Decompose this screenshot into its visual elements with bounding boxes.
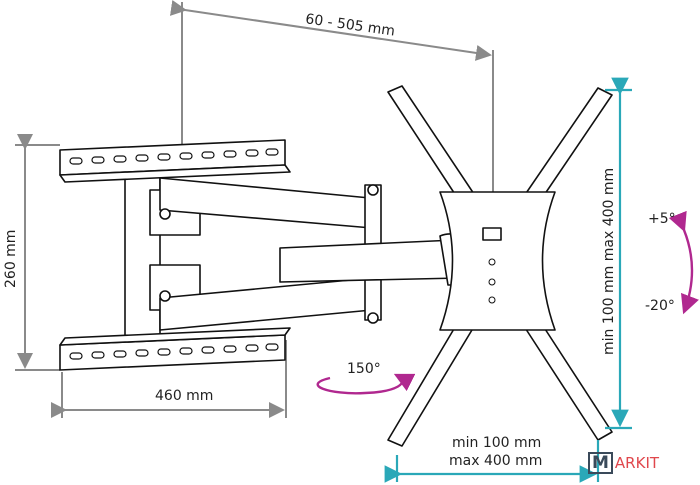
tilt-down-label: -20° bbox=[645, 298, 675, 314]
vesa-horizontal-max-label: max 400 mm bbox=[449, 453, 542, 469]
vesa-vertical-label: min 100 mm max 400 mm bbox=[601, 168, 617, 355]
swivel-angle-label: 150° bbox=[347, 361, 381, 377]
plate-height-dimension bbox=[15, 134, 60, 371]
swivel-arrow bbox=[316, 373, 416, 395]
logo-m-box: M bbox=[588, 452, 613, 474]
vesa-horizontal-dimension bbox=[384, 440, 600, 483]
plate-height-label: 260 mm bbox=[3, 230, 19, 288]
tilt-up-label: +5° bbox=[648, 211, 676, 227]
vesa-vertical-dimension bbox=[605, 77, 632, 430]
logo-text: ARKIT bbox=[614, 454, 660, 472]
articulating-arms bbox=[159, 177, 478, 331]
tv-bracket bbox=[387, 85, 613, 447]
plate-width-label: 460 mm bbox=[155, 388, 213, 404]
arm-extension-dimension bbox=[169, 0, 494, 195]
vesa-horizontal-min-label: min 100 mm bbox=[452, 435, 541, 451]
plate-width-dimension bbox=[51, 340, 287, 418]
tilt-arrow bbox=[668, 210, 699, 315]
wall-plate bbox=[59, 139, 291, 371]
